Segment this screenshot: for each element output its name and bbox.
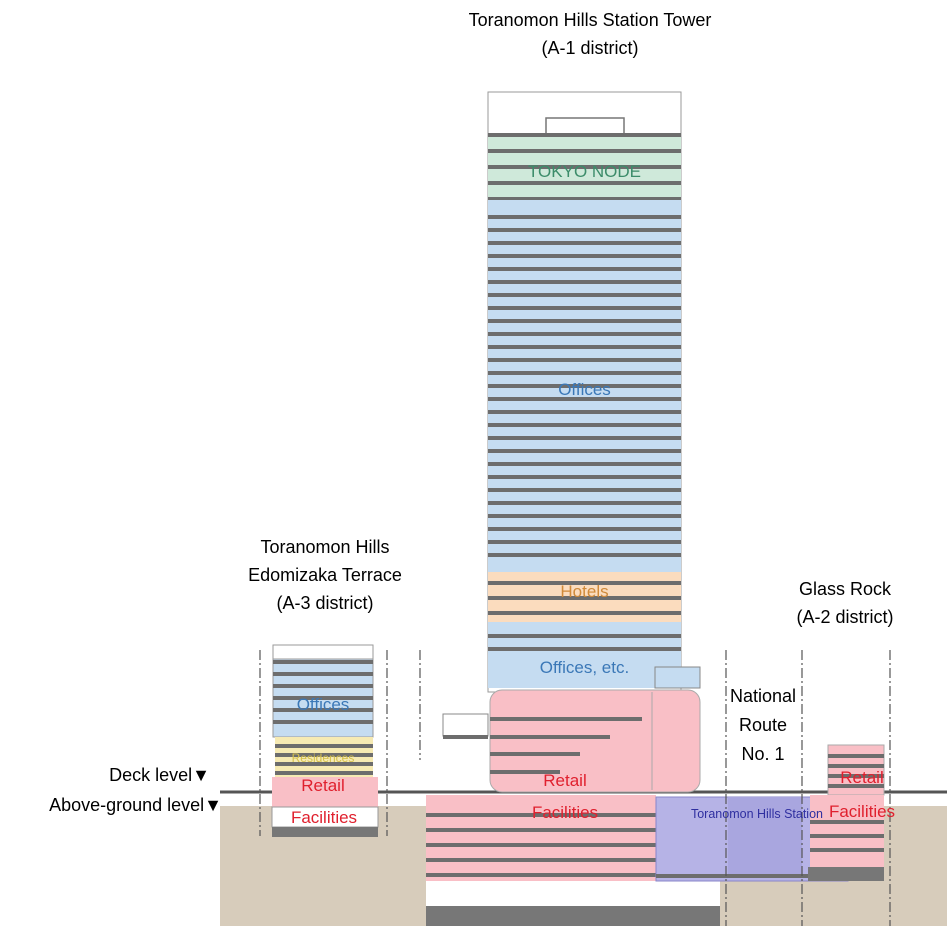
edomizaka-offices-label: Offices — [296, 695, 350, 714]
glass-rock-title: Glass Rock (A-2 district) — [770, 575, 920, 631]
glass-rock-retail-line1: Retail — [840, 768, 884, 787]
glass-rock-drawing — [808, 744, 885, 881]
retail-label-line1: Retail — [543, 771, 587, 790]
offices-etc-label: Offices, etc. — [539, 658, 630, 677]
deck-bridge — [442, 713, 489, 737]
route-line3: No. 1 — [741, 744, 785, 764]
edomizaka-basement — [272, 827, 378, 837]
station-tower-name: Toranomon Hills Station Tower — [468, 10, 712, 30]
station-tower-title: Toranomon Hills Station Tower (A-1 distr… — [420, 6, 760, 62]
glass-rock-basement — [808, 867, 884, 881]
glass-rock-retail-line2: Facilities — [828, 802, 896, 821]
underground-retail-zone — [426, 795, 656, 881]
station-tower-drawing — [426, 91, 849, 882]
edomizaka-retail-line2: Facilities — [290, 808, 358, 827]
edomizaka-rooftop — [272, 644, 374, 660]
glass-rock-district: (A-2 district) — [796, 607, 894, 627]
offices-etc-zone — [488, 622, 681, 688]
retail-podium — [489, 689, 701, 793]
edomizaka-name-line2: Edomizaka Terrace — [248, 565, 402, 585]
edomizaka-retail-line1: Retail — [301, 776, 345, 795]
basement-floor — [426, 906, 720, 926]
glass-rock-name: Glass Rock — [798, 579, 892, 599]
station-core — [728, 797, 802, 875]
tokyo-node-label: TOKYO NODE — [527, 162, 642, 181]
ground-level-label: Above-ground level▼ — [49, 795, 222, 815]
retail-label-line2: Facilities — [531, 803, 599, 822]
route-line2: Route — [738, 715, 788, 735]
edomizaka-district: (A-3 district) — [276, 593, 374, 613]
offices-label: Offices — [558, 380, 611, 399]
offices-etc-annex — [654, 666, 701, 689]
edomizaka-retail-zone — [272, 777, 378, 807]
deck-level-label: Deck level▼ — [109, 765, 210, 785]
edomizaka-terrace-drawing — [271, 644, 379, 837]
district-boundary-lines — [259, 650, 891, 926]
hotels-label: Hotels — [560, 582, 609, 601]
national-route-label: National Route No. 1 — [718, 682, 808, 769]
residences-label: Residences — [291, 751, 355, 765]
edomizaka-name-line1: Toranomon Hills — [260, 537, 390, 557]
toranomon-hills-station-label: Toranomon Hills Station — [690, 807, 823, 821]
station-tower-district: (A-1 district) — [541, 38, 639, 58]
route-line1: National — [729, 686, 797, 706]
glass-rock-lower — [810, 795, 884, 867]
edomizaka-title: Toranomon Hills Edomizaka Terrace (A-3 d… — [205, 533, 445, 617]
rooftop-structure — [545, 117, 625, 135]
